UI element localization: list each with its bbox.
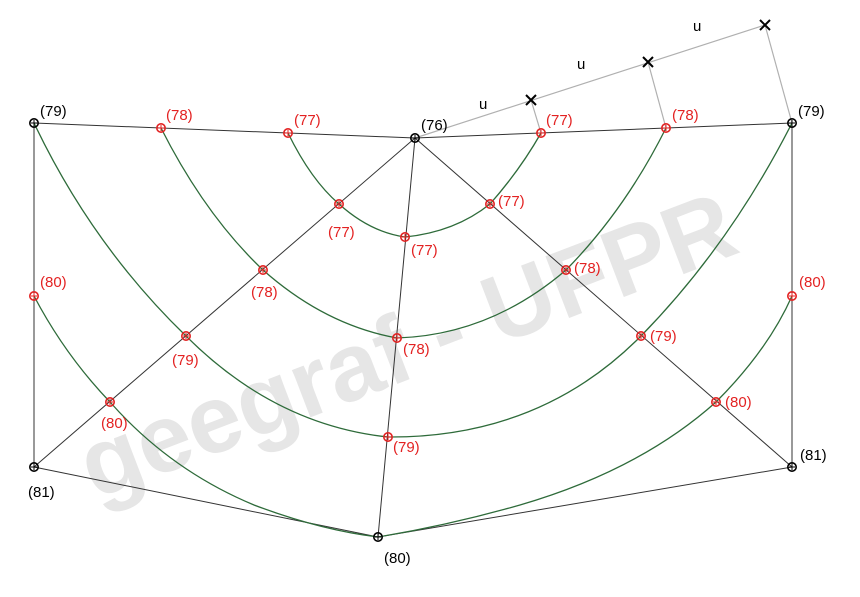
unit-label-2: u — [577, 56, 585, 73]
edge-bottom-right — [377, 466, 793, 538]
vertex-bl — [28, 461, 39, 472]
edge-diagonal-right — [414, 137, 793, 468]
interpolated-markers — [28, 123, 797, 442]
point-top-77-right — [535, 128, 546, 139]
construction-markers — [525, 19, 771, 106]
vertex-top-center — [409, 133, 420, 144]
edge-top-right — [414, 122, 793, 139]
vertex-label-bl: (81) — [28, 484, 55, 501]
point-d2-77 — [484, 199, 495, 210]
vertex-label-br: (81) — [800, 447, 827, 464]
label-d2-77: (77) — [498, 193, 525, 210]
vertex-label-top-center: (76) — [421, 117, 448, 134]
unit-label-1: u — [479, 96, 487, 113]
vertex-label-tr: (79) — [798, 103, 825, 120]
label-m-78: (78) — [403, 341, 430, 358]
label-d1-78: (78) — [251, 284, 278, 301]
vertex-tl — [28, 118, 39, 129]
label-d1-77: (77) — [328, 224, 355, 241]
construction-link-77 — [530, 99, 542, 134]
construction-lines — [414, 24, 793, 139]
point-d1-79 — [181, 330, 192, 341]
label-m-77: (77) — [411, 242, 438, 259]
cross-icon — [525, 94, 537, 106]
edge-diagonal-left — [33, 137, 416, 468]
vertex-markers — [28, 118, 797, 542]
vertex-label-bottom: (80) — [384, 550, 411, 567]
edge-top-left — [33, 122, 416, 139]
contour-80-left — [33, 295, 379, 538]
label-top-78-right: (78) — [672, 107, 699, 124]
vertex-tr — [786, 118, 797, 129]
cross-icon — [642, 56, 654, 68]
label-top-77-right: (77) — [546, 112, 573, 129]
label-left-80: (80) — [40, 274, 67, 291]
point-right-80 — [786, 290, 797, 301]
point-m-78 — [391, 332, 402, 343]
construction-ray — [414, 24, 766, 139]
triangle-edges — [33, 122, 793, 538]
point-top-78-right — [660, 123, 671, 134]
point-d2-79 — [635, 330, 646, 341]
label-d2-78: (78) — [574, 260, 601, 277]
label-d1-79: (79) — [172, 352, 199, 369]
vertex-labels: (79) (76) (79) (81) (81) (80) — [28, 103, 827, 567]
point-d2-78 — [560, 264, 571, 275]
point-m-79 — [382, 431, 393, 442]
vertex-br — [786, 461, 797, 472]
point-d1-77 — [333, 199, 344, 210]
interpolated-labels: (78) (77) (77) (78) (80) (80) (77) (78) … — [40, 107, 826, 456]
label-d1-80: (80) — [101, 415, 128, 432]
contour-80-right — [377, 295, 793, 538]
point-m-77 — [399, 232, 410, 243]
cross-icon — [759, 19, 771, 31]
vertex-bottom — [372, 531, 383, 542]
vertex-label-tl: (79) — [40, 103, 67, 120]
label-d2-79: (79) — [650, 328, 677, 345]
edge-bottom-left — [33, 466, 379, 538]
point-left-80 — [28, 290, 39, 301]
point-d2-80 — [710, 396, 721, 407]
point-top-78-left — [156, 123, 167, 134]
point-top-77-left — [282, 128, 293, 139]
unit-labels: u u u — [479, 18, 701, 113]
unit-label-3: u — [693, 18, 701, 35]
label-m-79: (79) — [393, 439, 420, 456]
label-top-78-left: (78) — [166, 107, 193, 124]
point-d1-80 — [105, 396, 116, 407]
label-right-80: (80) — [799, 274, 826, 291]
point-d1-78 — [257, 264, 268, 275]
construction-link-79 — [764, 24, 793, 124]
construction-link-78 — [647, 61, 667, 129]
label-top-77-left: (77) — [294, 112, 321, 129]
label-d2-80: (80) — [725, 394, 752, 411]
